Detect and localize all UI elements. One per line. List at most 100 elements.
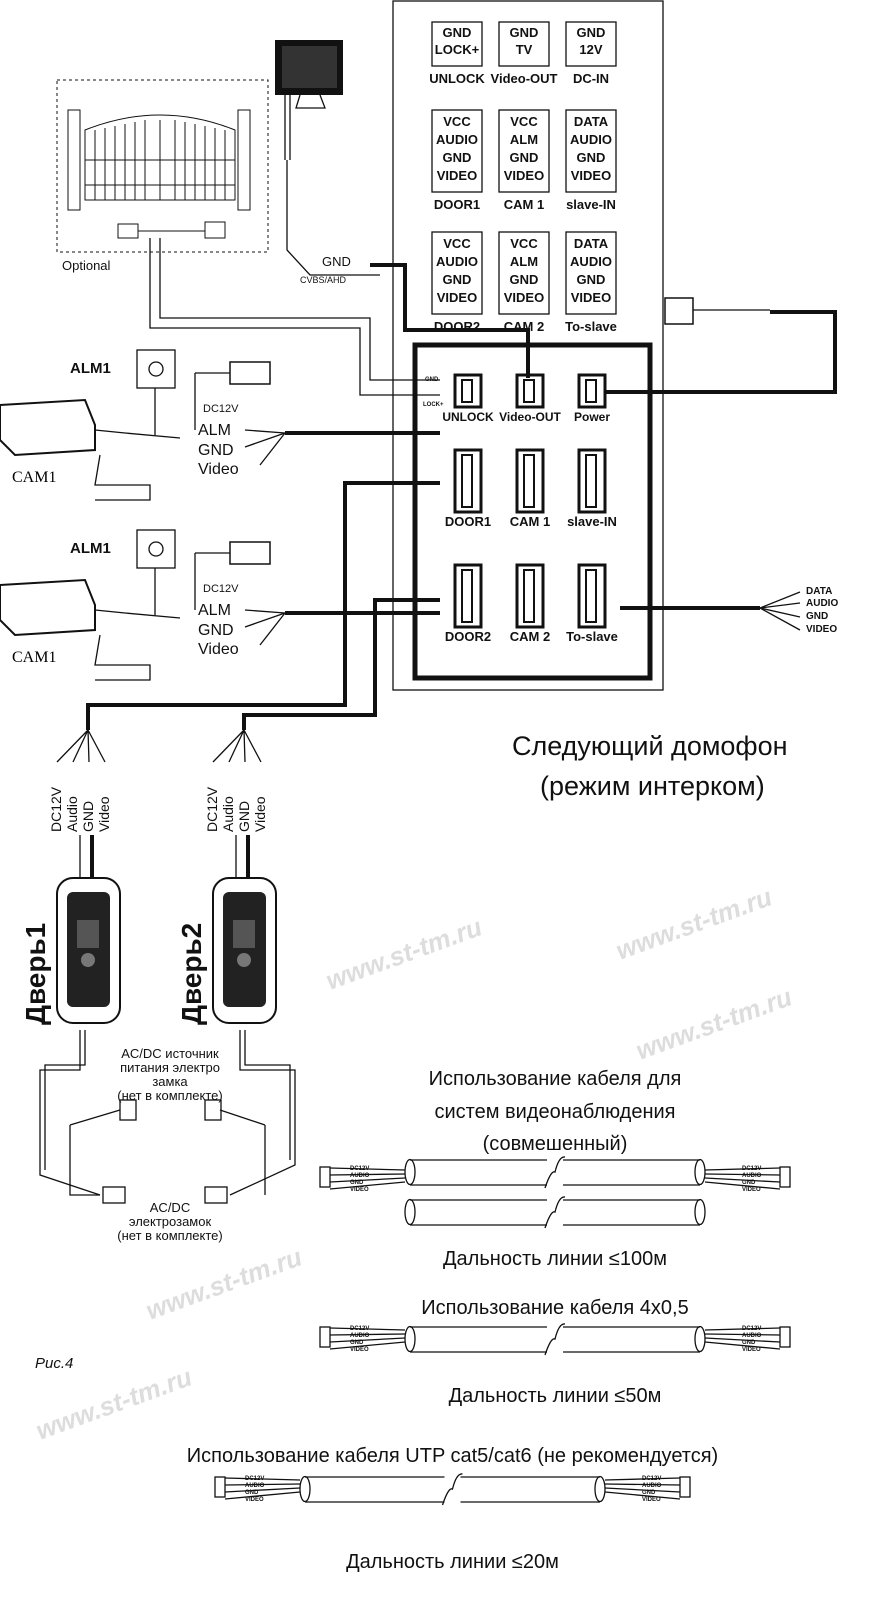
camera-label: CAM1 [12, 649, 56, 666]
camera-power-adapter-icon [229, 361, 271, 385]
board-connector [453, 563, 483, 629]
door-label: Дверь1 [20, 923, 51, 1025]
cable-title: Использование кабеля UTP cat5/cat6 (не р… [187, 1445, 718, 1467]
gate-optional-label: Optional [62, 258, 111, 273]
camera-wire-label: DC12V [203, 583, 239, 595]
panel-pin-box [498, 231, 550, 315]
panel-pin-box [498, 21, 550, 67]
cable-wire-label: GND [742, 1180, 756, 1186]
cable-connector-icon [779, 1326, 791, 1348]
cable-tube [410, 1199, 700, 1226]
cable-wire-label: AUDIO [742, 1333, 762, 1339]
pin-label: AUDIO [570, 254, 612, 269]
cable-range-label: Дальность линии ≤100м [443, 1248, 667, 1270]
door-wire-label: DC12V [48, 786, 64, 832]
camera-wire-label: GND [198, 442, 234, 459]
pin-label: VIDEO [504, 168, 544, 183]
board-connector [577, 448, 607, 514]
cable-wire-label: AUDIO [742, 1173, 762, 1179]
cable-wire-label: GND [245, 1490, 259, 1496]
cable-wire-label: VIDEO [350, 1187, 369, 1193]
panel-pin-box [565, 231, 617, 315]
watermark: www.st-tm.ru [32, 1361, 196, 1445]
pin-label: ALM [510, 254, 538, 269]
board-connector [577, 563, 607, 629]
power-supply-label: (нет в комплекте) [117, 1088, 222, 1103]
cable-title: (совмешенный) [483, 1133, 628, 1155]
monitor [275, 40, 380, 276]
pin-label: VCC [443, 114, 471, 129]
camera-icon [0, 578, 96, 637]
pin-label: LOCK+ [435, 42, 480, 57]
board-connector-label: To-slave [566, 629, 618, 644]
connector-label: To-slave [565, 319, 617, 334]
slave-wire-gnd: GND [806, 611, 828, 622]
camera-wire-label: ALM [198, 422, 231, 439]
camera-label: CAM1 [12, 469, 56, 486]
cable-wire-label: VIDEO [350, 1347, 369, 1353]
door-wire-label: DC12V [204, 786, 220, 832]
lock-label: (нет в комплекте) [117, 1228, 222, 1243]
connector-label: DC-IN [573, 71, 609, 86]
cable-connector-icon [319, 1326, 331, 1348]
lock-plus-label: LOCK+ [423, 402, 444, 408]
pin-label: VCC [510, 114, 538, 129]
gate-icon [67, 109, 251, 239]
pin-label: AUDIO [436, 254, 478, 269]
cable-wire-label: GND [642, 1490, 656, 1496]
pin-label: VCC [443, 236, 471, 251]
watermark: www.st-tm.ru [142, 1241, 306, 1325]
camera-power-adapter-icon [229, 541, 271, 565]
door-wire-label: GND [80, 801, 96, 832]
board [412, 342, 653, 681]
alarm-sensor-icon [136, 529, 176, 569]
pin-label: ALM [510, 132, 538, 147]
pin-label: DATA [574, 236, 609, 251]
lock-label: электрозамок [129, 1214, 212, 1229]
pin-label: DATA [574, 114, 609, 129]
pin-label: VIDEO [504, 290, 544, 305]
title-line-1: Следующий домофон [512, 731, 788, 761]
cable-connector-icon [779, 1166, 791, 1188]
cable-title: Использование кабеля для [429, 1068, 682, 1090]
panel-pin-box [431, 109, 483, 193]
pin-label: GND [577, 150, 606, 165]
lock-wiring [39, 1030, 296, 1204]
pin-label: GND [510, 272, 539, 287]
cable-tube [410, 1326, 700, 1353]
door1-wire [86, 481, 440, 730]
board-connector-label: slave-IN [567, 514, 617, 529]
panel-pin-box [498, 109, 550, 193]
board-connector-label: DOOR2 [445, 629, 491, 644]
camera-wire-label: GND [198, 622, 234, 639]
camera-wire-label: Video [198, 641, 239, 658]
board-connector-label: Power [574, 410, 610, 424]
slave-wire-video: VIDEO [806, 624, 837, 635]
pin-label: VIDEO [571, 290, 611, 305]
door-wire-label: Audio [220, 796, 236, 832]
cable-wire-label: GND [742, 1340, 756, 1346]
panel-pin-box [565, 109, 617, 193]
cable-title: Использование кабеля 4x0,5 [421, 1297, 688, 1319]
cable-tube [410, 1159, 700, 1186]
monitor-gnd-label: GND [322, 254, 351, 269]
board-connector [515, 448, 545, 514]
video-out-wire [370, 263, 530, 378]
power-supply-label: питания электро [120, 1060, 220, 1075]
connector-label: slave-IN [566, 197, 616, 212]
power-adapter-icon [664, 297, 770, 325]
alarm-label: ALM1 [70, 360, 111, 377]
watermark: www.st-tm.ru [612, 881, 776, 965]
watermark: www.st-tm.ru [632, 981, 796, 1065]
cable-wire-label: VIDEO [642, 1497, 661, 1503]
cable-wire-label: VIDEO [742, 1347, 761, 1353]
connector-label: CAM 1 [504, 197, 544, 212]
power-wire [605, 310, 837, 394]
power-supply-label: замка [152, 1074, 188, 1089]
cable-title: систем видеонаблюдения [434, 1101, 675, 1123]
cable-wire-label: VIDEO [245, 1497, 264, 1503]
pin-label: AUDIO [436, 132, 478, 147]
board-connector-label: UNLOCK [442, 410, 494, 424]
alarm-sensor-icon [136, 349, 176, 389]
board-connector-label: CAM 1 [510, 514, 550, 529]
